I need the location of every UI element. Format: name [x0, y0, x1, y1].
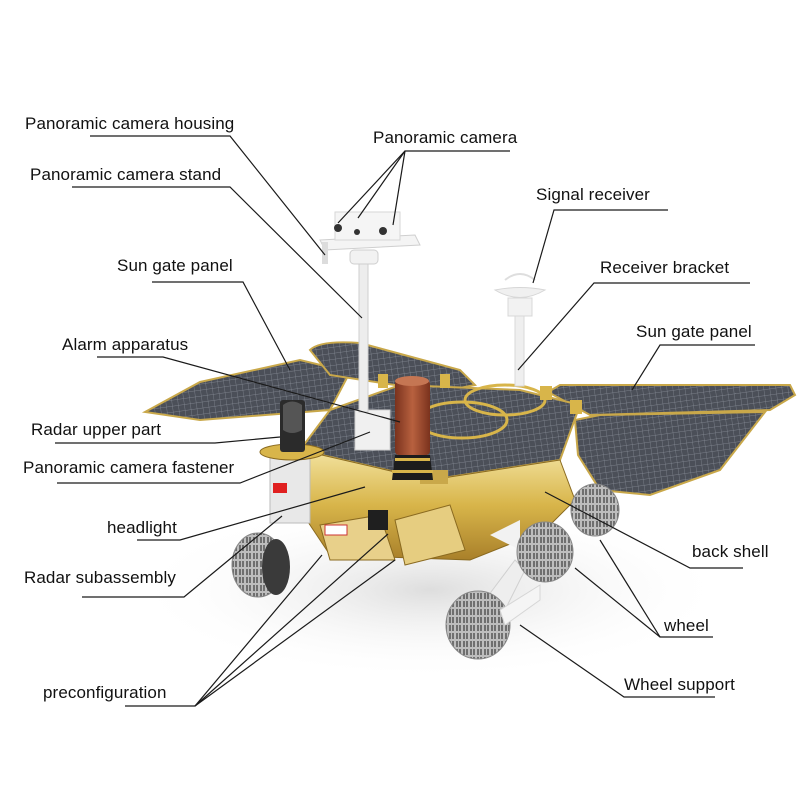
label-headlight: headlight	[107, 518, 177, 537]
label-sun-gate-panel-right: Sun gate panel	[636, 322, 752, 341]
label-panoramic-camera-housing: Panoramic camera housing	[25, 114, 235, 133]
panoramic-camera-graphic	[334, 224, 387, 235]
wheel-front-left	[231, 532, 290, 598]
wheel-rear-right	[570, 483, 620, 537]
label-panoramic-camera-stand: Panoramic camera stand	[30, 165, 222, 184]
label-panoramic-camera-fastener: Panoramic camera fastener	[23, 458, 235, 477]
signal-receiver-graphic	[493, 273, 547, 298]
label-wheel-support: Wheel support	[624, 675, 735, 694]
label-radar-subassembly: Radar subassembly	[24, 568, 176, 587]
label-alarm-apparatus: Alarm apparatus	[62, 335, 189, 354]
wheel-front-right	[445, 520, 526, 660]
panel-hinges	[378, 374, 582, 414]
label-receiver-bracket: Receiver bracket	[600, 258, 730, 277]
alarm-apparatus-graphic	[392, 376, 433, 480]
receiver-bracket-graphic	[507, 297, 533, 387]
wheel-mid-right	[516, 521, 574, 583]
label-back-shell: back shell	[692, 542, 769, 561]
panoramic-camera-stand-graphic	[349, 249, 379, 413]
label-wheel: wheel	[664, 616, 709, 635]
label-preconfiguration: preconfiguration	[43, 683, 167, 702]
label-signal-receiver: Signal receiver	[536, 185, 650, 204]
wheel-support-arm	[499, 584, 541, 626]
panoramic-camera-housing-graphic	[319, 211, 421, 264]
label-radar-upper-part: Radar upper part	[31, 420, 162, 439]
leader-lines	[55, 135, 755, 707]
radar-graphic	[259, 400, 325, 524]
camera-fastener-graphic	[354, 409, 391, 451]
label-sun-gate-panel-left: Sun gate panel	[117, 256, 233, 275]
wheels-graphic	[231, 483, 620, 660]
sun-gate-panel-right-graphic	[545, 384, 797, 497]
label-panoramic-camera: Panoramic camera	[373, 128, 518, 147]
